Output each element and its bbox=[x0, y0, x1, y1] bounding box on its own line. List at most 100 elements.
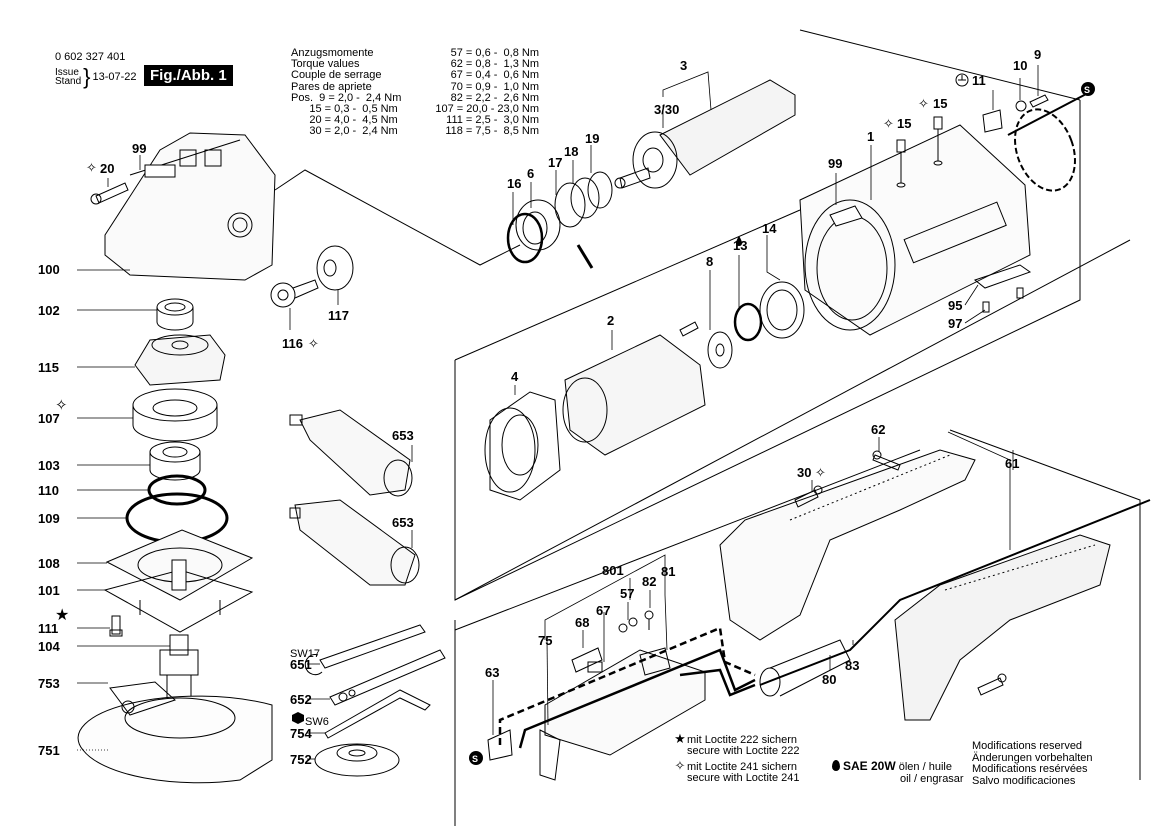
label-107: 107 bbox=[38, 411, 60, 426]
pinion-116 bbox=[270, 279, 319, 308]
torque-right-5: 107 = 20,0 - 23,0 Nm bbox=[435, 103, 539, 116]
oil-drop-icon bbox=[832, 760, 840, 771]
label-82: 82 bbox=[642, 574, 656, 589]
s-badge-text: S bbox=[1084, 85, 1090, 95]
handle-half-61-bottom bbox=[894, 534, 1111, 721]
brush-lead bbox=[576, 244, 594, 269]
screw-82 bbox=[644, 610, 654, 630]
label-653-b: 653 bbox=[392, 515, 414, 530]
ball-bearing-8 bbox=[707, 331, 733, 369]
label-sw17: SW17 bbox=[290, 648, 320, 660]
needle-bearing-102 bbox=[156, 298, 194, 331]
screw-30 bbox=[794, 485, 823, 508]
motor-housing-ring-4 bbox=[484, 391, 561, 501]
aux-handle-653-a bbox=[289, 409, 413, 497]
hex-key-754 bbox=[324, 689, 431, 739]
legend-oil: SAE 20W ölen / huile oil / engrasar bbox=[832, 760, 964, 785]
symbol-icons: ✧ ✧ ✧ ✧ ✧ ✧ ★ S S bbox=[55, 73, 1095, 765]
issue-date: 13-07-22 bbox=[92, 70, 137, 83]
ball-bearing-103 bbox=[149, 441, 201, 481]
internal-wiring bbox=[498, 626, 756, 749]
terminal-67 bbox=[587, 661, 603, 673]
flange-101 bbox=[103, 559, 254, 633]
label-3: 3 bbox=[680, 58, 687, 73]
label-103: 103 bbox=[38, 458, 60, 473]
label-652: 652 bbox=[290, 692, 312, 707]
label-653-a: 653 bbox=[392, 428, 414, 443]
label-8: 8 bbox=[706, 254, 713, 269]
document-number: 0 602 327 401 bbox=[55, 51, 126, 63]
torque-right-7: 118 = 7,5 - 8,5 Nm bbox=[445, 125, 539, 138]
s-badge-icon bbox=[469, 751, 483, 765]
bearing-flange-107 bbox=[132, 388, 218, 442]
screw-97 bbox=[982, 287, 1024, 313]
torque-left-0: Pos. 9 = 2,0 - 2,4 Nm bbox=[291, 91, 402, 104]
label-4: 4 bbox=[511, 369, 519, 384]
label-63: 63 bbox=[485, 665, 499, 680]
label-97: 97 bbox=[948, 316, 962, 331]
label-104: 104 bbox=[38, 639, 60, 654]
label-75: 75 bbox=[538, 633, 552, 648]
label-102: 102 bbox=[38, 303, 60, 318]
modifications-notice: Modifications reserved Änderungen vorbeh… bbox=[972, 740, 1093, 787]
label-68: 68 bbox=[575, 615, 589, 630]
label-99-b: 99 bbox=[828, 156, 842, 171]
loctite-241-icon: ✧ bbox=[883, 116, 894, 131]
label-14: 14 bbox=[762, 221, 777, 236]
label-67: 67 bbox=[596, 603, 610, 618]
label-19: 19 bbox=[585, 131, 599, 146]
clamp-81 bbox=[639, 647, 671, 676]
label-116: 116 bbox=[282, 336, 303, 351]
hex-key-size-icon bbox=[292, 712, 304, 724]
washer-17 bbox=[554, 182, 586, 228]
leader-lines bbox=[77, 65, 1039, 760]
torque-right-0: 57 = 0,6 - 0,8 Nm bbox=[450, 47, 539, 59]
part-labels: 100 102 115 107 103 110 109 108 101 111 … bbox=[38, 47, 1041, 767]
label-95: 95 bbox=[948, 298, 962, 313]
torque-title-de: Anzugsmomente bbox=[291, 47, 374, 59]
label-11: 11 bbox=[972, 73, 986, 88]
screw-15-a bbox=[896, 139, 906, 188]
seal-ring-14 bbox=[759, 281, 805, 339]
legend-loctite-241: ✧mit Loctite 241 sichern secure with Loc… bbox=[674, 758, 800, 784]
label-61: 61 bbox=[1005, 456, 1019, 471]
stand-label: Stand bbox=[55, 76, 82, 87]
label-99-a: 99 bbox=[132, 141, 146, 156]
wrench-651 bbox=[304, 624, 426, 676]
label-108: 108 bbox=[38, 556, 60, 571]
label-80: 80 bbox=[822, 672, 836, 687]
s-badge-text: S bbox=[472, 754, 478, 764]
label-17: 17 bbox=[548, 155, 562, 170]
label-801: 801 bbox=[602, 563, 624, 578]
label-754: 754 bbox=[290, 726, 312, 741]
torque-right-6: 111 = 2,5 - 3,0 Nm bbox=[446, 114, 539, 127]
flange-nut-752 bbox=[314, 743, 400, 777]
label-1: 1 bbox=[867, 129, 874, 144]
issue-date-block: Issue Stand } 13-07-22 bbox=[55, 66, 137, 88]
label-30: 30 bbox=[797, 465, 811, 480]
label-62: 62 bbox=[871, 422, 885, 437]
cable-sleeve-80 bbox=[759, 639, 851, 697]
oil-drop-icon bbox=[736, 236, 742, 246]
label-101: 101 bbox=[38, 583, 60, 598]
label-83: 83 bbox=[845, 658, 859, 673]
label-117: 117 bbox=[328, 308, 349, 323]
label-110: 110 bbox=[38, 483, 59, 498]
nut-117 bbox=[316, 245, 354, 291]
torque-title-es: Pares de apriete bbox=[291, 80, 372, 93]
washer-10 bbox=[1015, 100, 1027, 112]
aux-handle-653-b bbox=[289, 499, 420, 586]
cable-loop bbox=[1007, 91, 1091, 192]
screws-57 bbox=[618, 617, 638, 633]
loctite-241-icon: ✧ bbox=[86, 160, 97, 175]
label-753: 753 bbox=[38, 676, 60, 691]
ground-clip-11 bbox=[982, 109, 1003, 133]
screw-111 bbox=[109, 615, 123, 637]
issue-label: Issue bbox=[55, 67, 79, 78]
loctite-241-icon: ✧ bbox=[918, 96, 929, 111]
o-ring-16 bbox=[506, 212, 544, 264]
gear-housing-100 bbox=[104, 132, 276, 281]
label-sw6: SW6 bbox=[305, 716, 329, 728]
